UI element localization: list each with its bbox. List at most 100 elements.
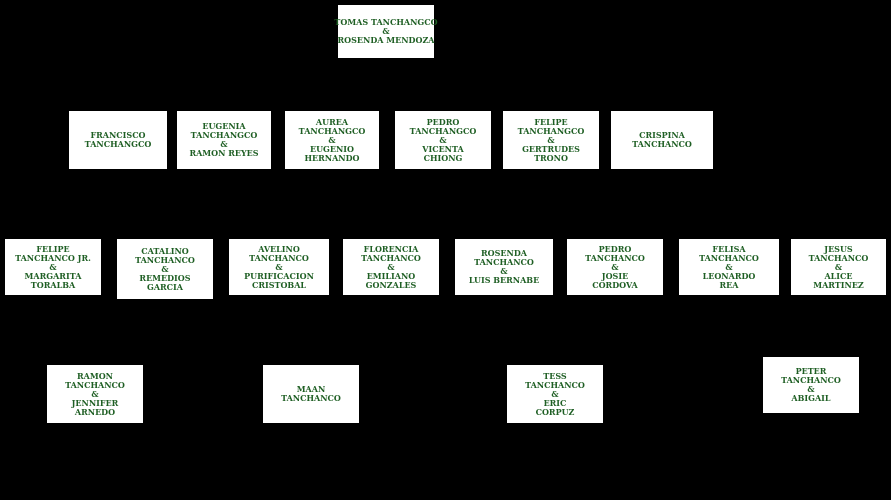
name-line: TANCHANCO — [249, 252, 309, 263]
name-line: TANCHANCO JR. — [15, 252, 91, 263]
name-line: FLORENCIA — [363, 243, 419, 254]
connector-line — [545, 86, 555, 110]
name-line: ABIGAIL — [791, 393, 831, 403]
name-line: TANCHANGCO — [84, 139, 152, 149]
name-line: TANCHANGCO — [517, 125, 585, 136]
name-line: JESUS — [824, 243, 853, 254]
connector-line — [836, 208, 846, 238]
name-line: MARGARITA — [24, 270, 82, 281]
name-line: ALICE — [824, 270, 853, 281]
name-line: & — [91, 388, 99, 399]
connector-line — [110, 86, 665, 96]
name-line: EUGENIO — [309, 143, 355, 154]
connector-line — [552, 328, 562, 364]
name-line: FRANCISCO — [90, 130, 146, 140]
name-line: TANCHANCO — [808, 252, 869, 263]
name-line: & — [387, 261, 395, 272]
name-line: TANCHANCO — [474, 257, 534, 267]
name-line: FELISA — [712, 243, 746, 254]
name-line: & — [49, 261, 57, 272]
name-line: VICENTA — [422, 143, 464, 154]
name-line: ROSENDA MENDOZA — [337, 35, 435, 45]
name-line: CORPUZ — [535, 406, 575, 417]
name-line: EUGENIA — [202, 121, 246, 131]
name-line: HERNANDO — [304, 152, 360, 163]
connector-line — [612, 208, 622, 238]
connector-line — [385, 208, 395, 238]
name-line: TANCHANGCO — [190, 130, 258, 140]
connector-line — [722, 208, 732, 238]
name-line: PETER — [795, 366, 827, 376]
connector-line — [270, 208, 280, 238]
name-line: TESS — [543, 370, 567, 381]
connector-line — [216, 86, 226, 110]
connector-line — [375, 62, 385, 90]
connector-line — [326, 86, 336, 110]
name-line: & — [725, 261, 733, 272]
name-line: & — [611, 261, 619, 272]
name-line: CRISPINA — [639, 130, 685, 140]
name-line: AUREA — [315, 116, 349, 127]
connector-line — [110, 86, 120, 110]
name-line: TANCHANCO — [525, 379, 585, 390]
name-line: TRONO — [534, 152, 568, 163]
name-line: TOMAS TANCHANGCO — [334, 17, 438, 27]
name-line: CHIONG — [423, 152, 463, 163]
name-line: JOSIE — [601, 270, 629, 281]
name-line: MAAN — [296, 384, 326, 394]
name-line: EMILIANO — [366, 270, 416, 281]
person-name-text: TOMAS TANCHANGCO&ROSENDA MENDOZA — [334, 18, 437, 45]
name-line: TANCHANCO — [65, 379, 125, 390]
name-line: & — [551, 388, 559, 399]
name-line: REMEDIOS — [139, 272, 191, 283]
name-line: TANCHANCO — [585, 252, 645, 263]
name-line: TANCHANGCO — [409, 125, 477, 136]
connector-line — [498, 208, 508, 238]
name-line: AVELINO — [258, 243, 300, 254]
name-line: & — [220, 139, 228, 149]
name-line: TANCHANCO — [135, 254, 195, 265]
name-line: & — [382, 26, 390, 36]
name-line: JENNIFER — [71, 397, 119, 408]
connector-line — [810, 328, 820, 356]
name-line: RAMON REYES — [189, 148, 259, 158]
connector-line — [545, 172, 555, 212]
name-line: FELIPE — [534, 116, 568, 127]
name-line: & — [500, 266, 508, 276]
name-line: & — [439, 134, 447, 145]
name-line: TANCHANCO — [699, 252, 759, 263]
name-line: PEDRO — [598, 243, 632, 254]
connector-line — [46, 208, 56, 238]
name-line: REA — [719, 279, 739, 290]
name-line: TORALBA — [30, 279, 76, 290]
name-line: PURIFICACION — [244, 270, 314, 281]
root-couple-box: TOMAS TANCHANGCO&ROSENDA MENDOZA — [333, 0, 439, 63]
name-line: TANCHANCO — [361, 252, 421, 263]
name-line: LUIS BERNABE — [468, 275, 540, 285]
